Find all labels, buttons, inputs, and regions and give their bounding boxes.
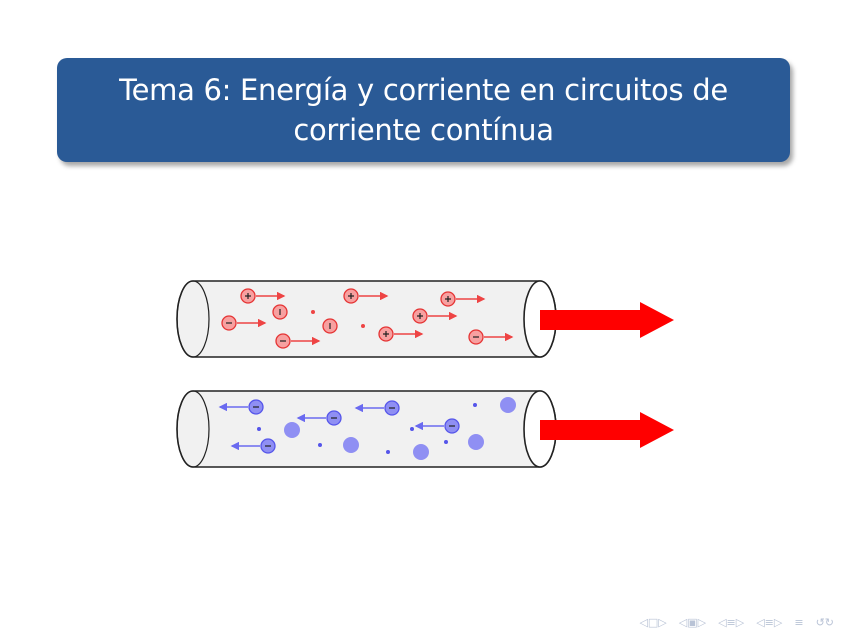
tube-inner-left-edge [176,280,210,358]
current-arrow-top [540,302,674,338]
beamer-navigation[interactable]: ◁□▷ ◁▣▷ ◁≡▷ ◁≡▷ ≡ ↺↻ [639,616,834,629]
slide-title-line-1: Tema 6: Energía y corriente en circuitos… [119,73,728,107]
first-frame-icon[interactable]: ◁□▷ [639,616,667,629]
tube-body [176,390,557,468]
align-icon[interactable]: ≡ [794,616,804,629]
prev-frame-icon[interactable]: ◁▣▷ [678,616,707,629]
prev-section-icon[interactable]: ◁≡▷ [718,616,745,629]
drift-arrows-positive [237,291,514,346]
charge-signs [226,293,479,342]
drift-arrows-negative [218,402,444,451]
next-section-icon[interactable]: ◁≡▷ [756,616,783,629]
charge-signs [253,406,455,447]
lattice-dots [311,310,365,328]
slide-title-line-2: corriente contínua [293,113,554,147]
lattice-dots [257,403,477,454]
tube-negative-carriers [176,390,557,468]
tube-positive-carriers [176,280,557,358]
fixed-ions [284,397,516,460]
slide-title-banner: Tema 6: Energía y corriente en circuitos… [57,58,790,162]
current-arrow-bottom [540,412,674,448]
tube-inner-left-edge [176,390,210,468]
search-icon[interactable]: ↺↻ [815,616,834,629]
positive-charge [221,288,484,349]
